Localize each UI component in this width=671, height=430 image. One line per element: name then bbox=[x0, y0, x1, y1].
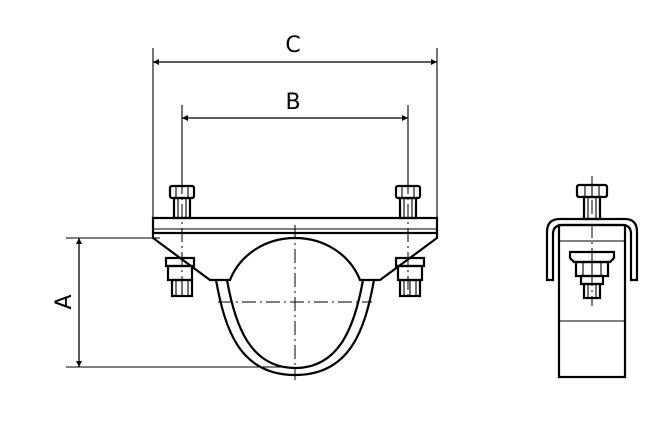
dimension-b: B bbox=[181, 90, 409, 190]
left-nut bbox=[164, 256, 196, 298]
left-bolt-head bbox=[168, 184, 196, 220]
dimension-b-label: B bbox=[285, 90, 300, 115]
front-view bbox=[151, 180, 439, 380]
dimension-a: A bbox=[52, 237, 290, 368]
right-bolt-head bbox=[394, 184, 422, 220]
dimension-c-label: C bbox=[285, 33, 300, 58]
strap-inner bbox=[225, 279, 365, 370]
dimension-a-label: A bbox=[52, 294, 77, 309]
side-bracket bbox=[545, 217, 639, 282]
dimension-c: C bbox=[152, 33, 438, 220]
right-nut bbox=[394, 256, 426, 298]
side-view bbox=[545, 176, 639, 379]
